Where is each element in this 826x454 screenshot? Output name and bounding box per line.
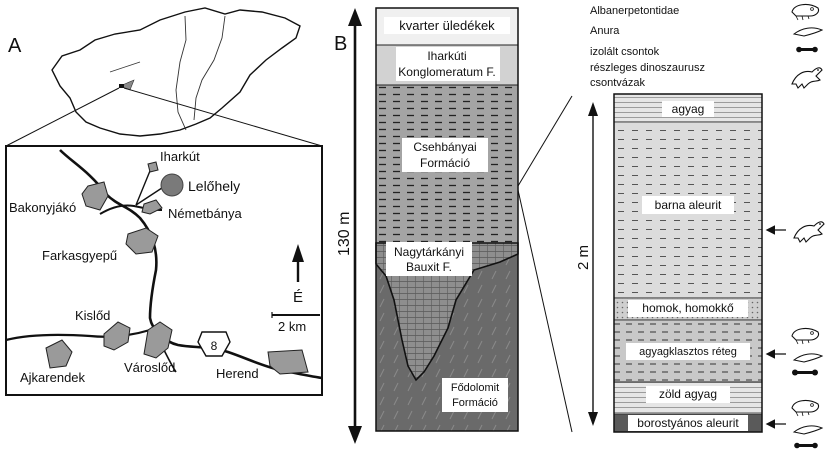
legend-albanerpetontid-icon: [791, 3, 820, 21]
site-label: Lelőhely: [188, 178, 240, 194]
town-varoslod-shape: [143, 321, 173, 359]
formation-label-kvarter: kvarter üledékek: [399, 18, 495, 33]
height-arrow-130m-bottom: [348, 426, 362, 444]
detail-label-agyagklasztos: agyagklasztos réteg: [639, 346, 737, 358]
road-to-herend: [5, 328, 151, 342]
label-bg-iharkuti: [396, 47, 500, 81]
road-iharkut: [135, 165, 153, 206]
town-label-bakonyjako: Bakonyjákó: [9, 200, 76, 215]
detail-label-agyag: agyag: [672, 102, 705, 116]
panel-a-letter: A: [8, 35, 22, 57]
town-label-iharkut: Iharkút: [160, 149, 200, 164]
formation-label-csehbanyai-1: Csehbányai: [413, 140, 476, 154]
formation-label-iharkuti-2: Konglomeratum F.: [398, 65, 495, 79]
panel-b-letter: B: [334, 33, 347, 55]
town-kislod-shape: [103, 321, 131, 351]
hungary-outline-map: [51, 7, 301, 137]
layer-nagytarkanyi-bauxit: [375, 242, 519, 382]
dinosaur-icon: [793, 221, 825, 243]
town-farkasgyepu-shape: [125, 227, 159, 255]
albanerpetontid-skull-icon: [791, 327, 820, 345]
formation-label-iharkuti-1: Iharkúti: [427, 49, 466, 63]
town-nemetbanya-shape: [141, 199, 163, 215]
detail-label-barna-aleurit: barna aleurit: [655, 198, 722, 212]
formation-label-nagytarkanyi-2: Bauxit F.: [406, 260, 452, 274]
label-bg-homok: [628, 300, 748, 317]
town-herend-shape: [267, 349, 309, 375]
detail-link-top: [517, 95, 573, 187]
legend-anura-icon: [792, 27, 824, 37]
town-label-kislod: Kislőd: [75, 308, 110, 323]
legend-label-albanerpetontidae: Albanerpetontidae: [590, 5, 679, 17]
height-arrow-130m-top: [348, 8, 362, 26]
legend-label-anura: Anura: [590, 25, 620, 37]
label-bg-fodolomit: [442, 378, 508, 412]
formation-label-fodolomit-1: Fődolomit: [451, 382, 499, 394]
formation-label-nagytarkanyi-1: Nagytárkányi: [394, 245, 464, 259]
label-bg-csehbanyai: [402, 138, 488, 172]
detail-link-bottom: [517, 189, 573, 433]
town-label-ajkarendek: Ajkarendek: [20, 370, 86, 385]
legend-dinosaur-icon: [791, 67, 823, 89]
detail-label-zold-agyag: zöld agyag: [659, 387, 717, 401]
legend-label-bones-2: részleges dinoszaurusz: [590, 62, 705, 74]
town-label-farkasgyepu: Farkasgyepű: [42, 248, 117, 263]
label-bg-zold: [646, 386, 730, 403]
road-number-label: 8: [211, 339, 218, 353]
detail-label-homok: homok, homokkő: [642, 301, 734, 315]
zoom-line-right: [123, 87, 323, 147]
label-bg-nagytarkanyi: [386, 242, 472, 276]
height-arrow-2m-top: [588, 102, 598, 116]
town-label-herend: Herend: [216, 366, 259, 381]
height-arrow-2m-bottom: [588, 412, 598, 426]
formation-label-fodolomit-2: Formáció: [452, 397, 498, 409]
scale-label: 2 km: [278, 319, 306, 334]
town-bakonyjako-shape: [81, 181, 109, 211]
road-varoslod: [163, 349, 177, 373]
legend-label-bones-1: izolált csontok: [590, 46, 660, 58]
label-bg-kvarter: [384, 17, 510, 34]
legend-bone-icon: [796, 46, 818, 53]
zoom-line-left: [5, 87, 120, 147]
albanerpetontid-skull-icon-2: [791, 399, 820, 417]
label-bg-agyag: [662, 101, 714, 117]
isolated-bone-icon: [792, 369, 818, 376]
label-bg-borostyanos: [628, 415, 748, 431]
town-ajkarendek-shape: [45, 339, 73, 369]
legend-label-bones-3: csontvázak: [590, 77, 646, 89]
frog-bone-icon: [792, 353, 824, 363]
isolated-bone-icon-2: [794, 442, 818, 449]
town-label-varoslod: Városlőd: [124, 360, 175, 375]
site-marker-icon: [160, 173, 184, 197]
north-arrow-icon: [292, 244, 304, 282]
label-bg-barna: [642, 196, 734, 214]
detail-column: [613, 93, 763, 433]
main-road: [59, 149, 323, 380]
label-bg-agyagklasztos: [626, 343, 750, 360]
road-8-shield-icon: [197, 331, 231, 357]
north-label: É: [293, 289, 303, 306]
town-iharkut-shape: [147, 161, 159, 173]
town-label-nemetbanya: Németbánya: [168, 206, 242, 221]
frog-bone-icon-2: [792, 425, 824, 435]
height-label-130m: 130 m: [336, 212, 353, 256]
height-label-2m: 2 m: [575, 245, 592, 270]
formation-label-csehbanyai-2: Formáció: [420, 156, 470, 170]
detail-label-borostyanos: borostyános aleurit: [637, 416, 739, 430]
